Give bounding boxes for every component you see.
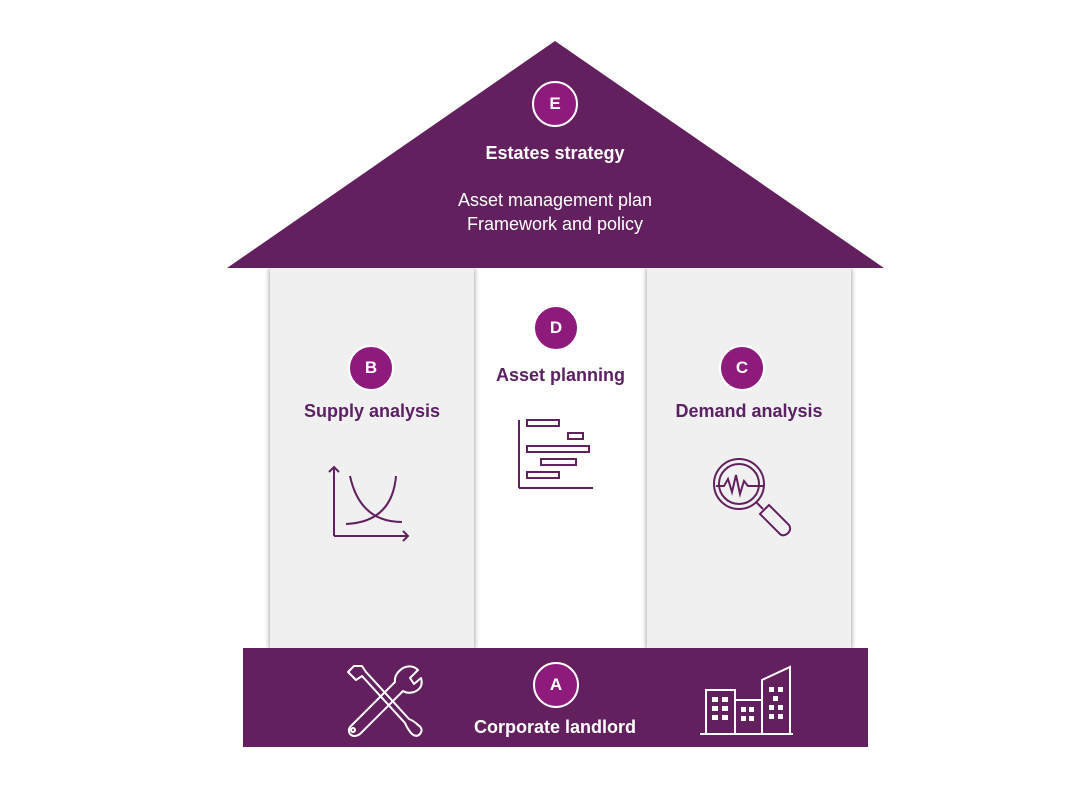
roof-title: Estates strategy xyxy=(485,143,625,163)
pillar-right xyxy=(647,268,851,650)
badge-e: E xyxy=(532,81,578,127)
buildings-icon xyxy=(700,665,793,735)
roof-line-1: Asset management plan xyxy=(457,190,653,210)
pillar-center-title: Asset planning xyxy=(495,365,625,385)
badge-d: D xyxy=(533,305,579,351)
badge-c: C xyxy=(719,345,765,391)
gantt-chart-icon xyxy=(518,419,593,489)
base-title: Corporate landlord xyxy=(473,717,636,737)
pillar-left-title: Supply analysis xyxy=(303,401,441,421)
pillar-left xyxy=(270,268,474,650)
badge-b: B xyxy=(348,345,394,391)
tools-icon xyxy=(347,665,423,737)
badge-a: A xyxy=(533,662,579,708)
roof-line-2: Framework and policy xyxy=(466,214,644,234)
pillar-right-title: Demand analysis xyxy=(675,401,823,421)
magnifier-pulse-icon xyxy=(713,458,792,537)
supply-demand-curve-icon xyxy=(328,465,410,542)
roof xyxy=(227,41,884,268)
